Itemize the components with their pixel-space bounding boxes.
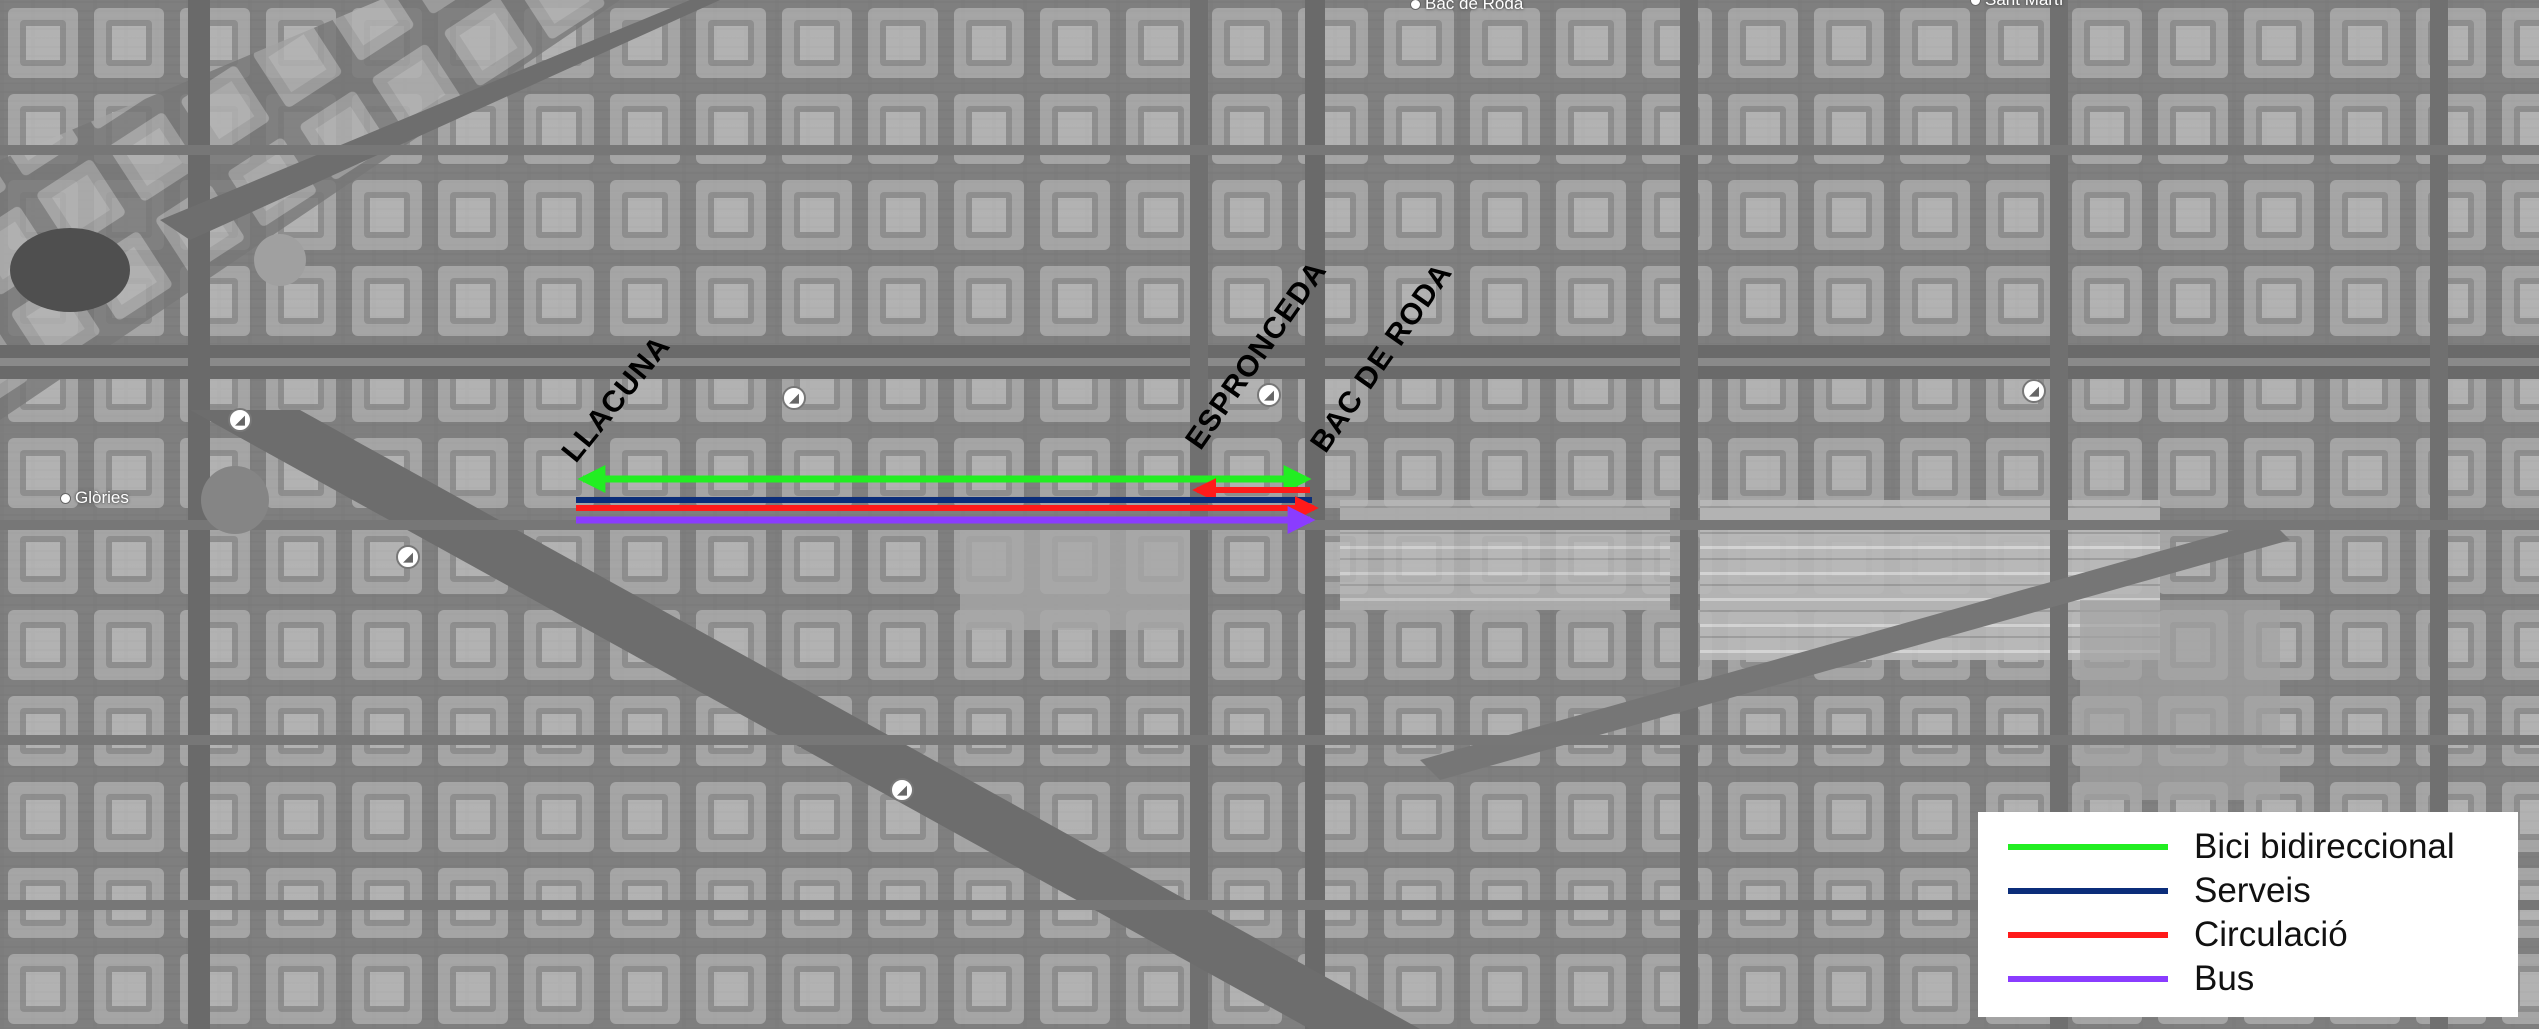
legend-swatch-bici bbox=[2008, 844, 2168, 850]
place-dot-icon bbox=[60, 493, 71, 505]
place-dot-icon bbox=[1410, 0, 1421, 11]
place-label-sant-marti: Sant Martí bbox=[1970, 0, 2063, 10]
legend-item-circulacio: Circulació bbox=[2008, 913, 2518, 957]
poi-marker-icon[interactable]: ◢ bbox=[396, 545, 420, 569]
legend-label: Serveis bbox=[2194, 871, 2311, 910]
legend: Bici bidireccional Serveis Circulació Bu… bbox=[1978, 812, 2518, 1017]
poi-marker-icon[interactable]: ◢ bbox=[782, 386, 806, 410]
place-label-glories: Glòries bbox=[60, 488, 129, 508]
poi-marker-icon[interactable]: ◢ bbox=[228, 408, 252, 432]
legend-swatch-serveis bbox=[2008, 888, 2168, 894]
legend-item-bus: Bus bbox=[2008, 957, 2518, 1001]
legend-swatch-circulacio bbox=[2008, 932, 2168, 938]
poi-marker-icon[interactable]: ◢ bbox=[2022, 379, 2046, 403]
legend-label: Circulació bbox=[2194, 915, 2348, 954]
legend-item-bici: Bici bidireccional bbox=[2008, 825, 2518, 869]
poi-marker-icon[interactable]: ◢ bbox=[1257, 383, 1281, 407]
legend-swatch-bus bbox=[2008, 976, 2168, 982]
poi-marker-icon[interactable]: ◢ bbox=[890, 778, 914, 802]
legend-item-serveis: Serveis bbox=[2008, 869, 2518, 913]
legend-label: Bici bidireccional bbox=[2194, 827, 2455, 866]
legend-label: Bus bbox=[2194, 959, 2255, 998]
place-label-bac-de-roda: Bac de Roda bbox=[1410, 0, 1523, 14]
